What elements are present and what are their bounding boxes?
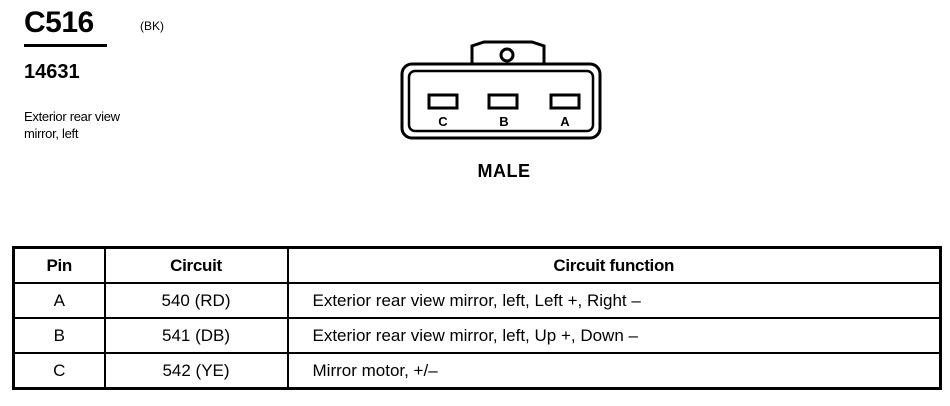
- pin-label-c: C: [438, 114, 448, 129]
- connector-gender: MALE: [477, 161, 531, 181]
- connector-color-code: (BK): [140, 19, 164, 33]
- connector-id: C516: [24, 6, 94, 39]
- cell-function: Mirror motor, +/–: [286, 352, 942, 390]
- table-row: C 542 (YE) Mirror motor, +/–: [12, 352, 942, 390]
- table-row: A 540 (RD) Exterior rear view mirror, le…: [12, 282, 942, 319]
- cell-function: Exterior rear view mirror, left, Up +, D…: [286, 317, 942, 354]
- description-line-2: mirror, left: [24, 126, 79, 141]
- description-line-1: Exterior rear view: [24, 109, 120, 124]
- cell-pin: A: [12, 282, 106, 319]
- header-function: Circuit function: [286, 246, 942, 284]
- connector-face-diagram: C B A: [400, 40, 602, 140]
- table-row: B 541 (DB) Exterior rear view mirror, le…: [12, 317, 942, 354]
- cell-circuit: 540 (RD): [103, 282, 289, 319]
- header-pin: Pin: [12, 246, 106, 284]
- pin-cavity-b: [487, 93, 519, 110]
- table-header-row: Pin Circuit Circuit function: [12, 246, 942, 284]
- connector-id-underline: [24, 44, 107, 47]
- cell-function: Exterior rear view mirror, left, Left +,…: [286, 282, 942, 319]
- pin-label-b: B: [499, 114, 508, 129]
- cell-pin: C: [12, 352, 106, 390]
- pin-cavity-a: [549, 93, 581, 110]
- part-number: 14631: [24, 61, 80, 83]
- cell-circuit: 541 (DB): [103, 317, 289, 354]
- pin-table: Pin Circuit Circuit function A 540 (RD) …: [12, 246, 942, 390]
- pin-cavity-c: [427, 93, 459, 110]
- latch-hole: [499, 47, 515, 63]
- cell-circuit: 542 (YE): [103, 352, 289, 390]
- connector-description: Exterior rear view mirror, left: [24, 108, 184, 142]
- pin-label-a: A: [560, 114, 570, 129]
- cell-pin: B: [12, 317, 106, 354]
- header-circuit: Circuit: [103, 246, 289, 284]
